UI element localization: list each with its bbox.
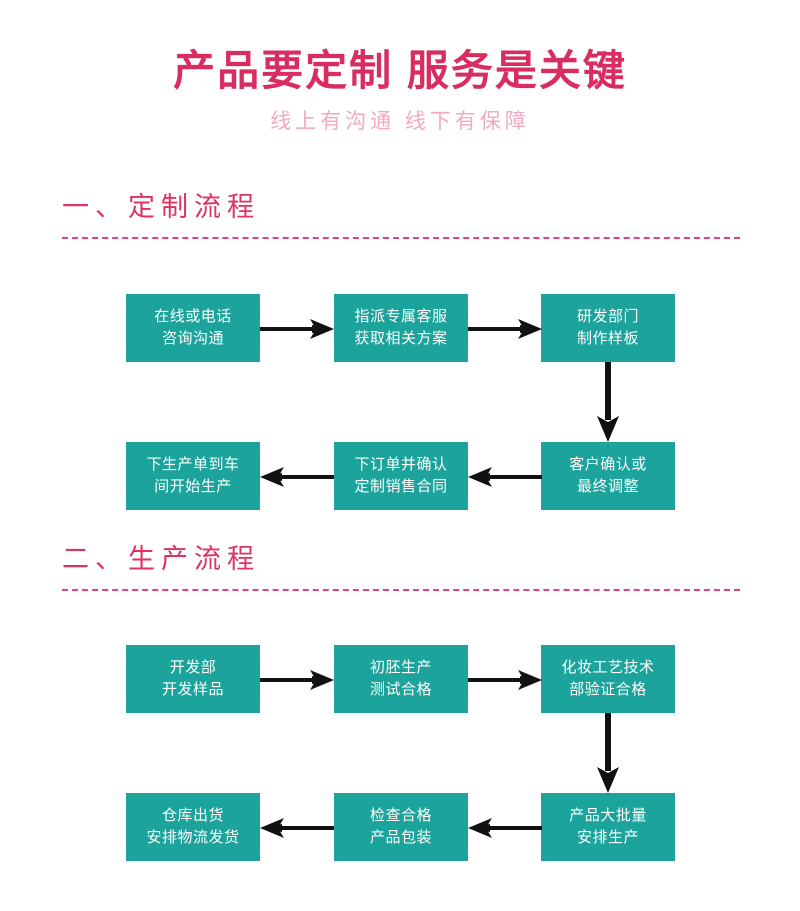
- page-header: 产品要定制 服务是关键 线上有沟通 线下有保障: [0, 44, 800, 136]
- page-title: 产品要定制 服务是关键: [173, 47, 627, 94]
- flow2-arrow-right-1: [260, 669, 334, 691]
- section-heading-1: 一、定制流程: [62, 192, 260, 222]
- section-divider-1: [62, 237, 740, 239]
- flow2-node-cosmetic-verify[interactable]: 化妆工艺技术 部验证合格: [541, 645, 675, 713]
- section-divider-2: [62, 589, 740, 591]
- page-subtitle: 线上有沟通 线下有保障: [270, 110, 530, 133]
- flowchart-production-process: 开发部 开发样品 初胚生产 测试合格 化妆工艺技术 部验证合格 仓库出货 安排物…: [0, 645, 800, 861]
- flowchart-custom-process: 在线或电话 咨询沟通 指派专属客服 获取相关方案 研发部门 制作样板 下生产单到…: [0, 294, 800, 510]
- flow1-arrow-right-1: [260, 318, 334, 340]
- flow1-node-rd-sample[interactable]: 研发部门 制作样板: [541, 294, 675, 362]
- flow1-arrow-left-1: [260, 466, 334, 488]
- flow2-node-dev-sample[interactable]: 开发部 开发样品: [126, 645, 260, 713]
- flow1-node-production-order[interactable]: 下生产单到车 间开始生产: [126, 442, 260, 510]
- flow2-node-inspect-pack[interactable]: 检查合格 产品包装: [334, 793, 468, 861]
- section-production-process-header: 二、生产流程: [0, 540, 800, 591]
- flow2-arrow-right-2: [468, 669, 542, 691]
- flow1-node-consult[interactable]: 在线或电话 咨询沟通: [126, 294, 260, 362]
- flow1-arrow-left-2: [468, 466, 542, 488]
- flow2-node-blank-test[interactable]: 初胚生产 测试合格: [334, 645, 468, 713]
- flow1-node-customer-confirm[interactable]: 客户确认或 最终调整: [541, 442, 675, 510]
- flow1-arrow-down: [594, 362, 622, 442]
- section-heading-2: 二、生产流程: [62, 544, 260, 574]
- section-custom-process-header: 一、定制流程: [0, 188, 800, 239]
- flow2-arrow-left-2: [468, 817, 542, 839]
- flow1-node-assign-service[interactable]: 指派专属客服 获取相关方案: [334, 294, 468, 362]
- flow1-node-sales-contract[interactable]: 下订单并确认 定制销售合同: [334, 442, 468, 510]
- flow2-arrow-down: [594, 713, 622, 793]
- flow2-node-mass-production[interactable]: 产品大批量 安排生产: [541, 793, 675, 861]
- flow1-arrow-right-2: [468, 318, 542, 340]
- flow2-node-warehouse-ship[interactable]: 仓库出货 安排物流发货: [126, 793, 260, 861]
- flow2-arrow-left-1: [260, 817, 334, 839]
